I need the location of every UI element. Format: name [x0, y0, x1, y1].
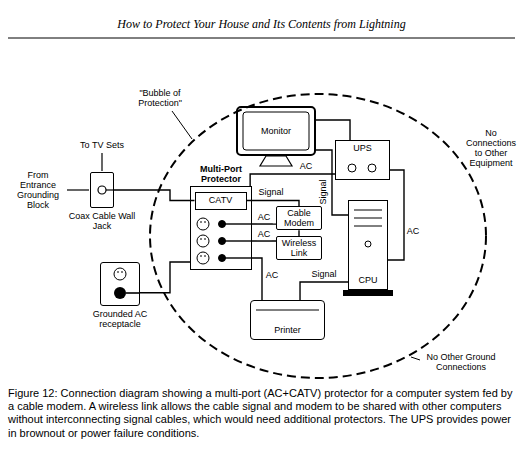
outlet-slot: [122, 271, 123, 273]
node-label: UPS: [338, 143, 387, 153]
drive-slot: [354, 218, 382, 219]
connector-label: AC: [299, 162, 314, 172]
coax-from-ground-block: [67, 189, 89, 190]
node-heading: Multi-Port Protector: [186, 164, 256, 184]
connector-label: AC: [257, 230, 272, 240]
wireless-link: Wireless Link: [276, 236, 322, 260]
protector-outlets: [197, 218, 252, 264]
ac-plug: [114, 287, 126, 299]
coax-stub: [106, 189, 114, 190]
bubble-label: "Bubble of Protection": [120, 88, 200, 108]
outlet-slot: [201, 221, 202, 223]
power-button: [365, 241, 371, 247]
cable-connector: [140, 262, 190, 293]
outlet-slot: [205, 255, 206, 257]
cable-connector: [300, 282, 348, 300]
ground-block-label: From Entrance Grounding Block: [12, 170, 64, 210]
printer-box: Printer: [250, 300, 325, 340]
node-label: Monitor: [240, 126, 312, 136]
outlet-face: [197, 218, 209, 230]
cable-connector: [252, 240, 276, 241]
cable-connector: [252, 258, 262, 300]
wall-jack-plate: Coax Cable Wall Jack: [90, 172, 114, 208]
coax-connector: [98, 186, 106, 194]
monitor-box: Monitor: [236, 106, 316, 156]
node-heading: Coax Cable Wall Jack: [67, 211, 137, 231]
figure-caption: Figure 12: Connection diagram showing a …: [8, 387, 515, 440]
outlet-slot: [201, 238, 202, 240]
outlet-slot: [205, 238, 206, 240]
outlet-face: [114, 268, 126, 280]
outlet-slot: [205, 221, 206, 223]
cable-connector: [114, 190, 195, 201]
note-label: No Other Ground Connections: [418, 352, 504, 372]
connector-label: AC: [257, 213, 272, 223]
protection-bubble: [150, 94, 486, 378]
outlet-slot: [118, 271, 119, 273]
outlet-slot: [201, 255, 202, 257]
cable-connector: [316, 120, 350, 140]
node-label: Printer: [253, 325, 322, 335]
plug-dot: [219, 255, 226, 262]
ac-receptacle: Grounded AC receptacle: [100, 262, 140, 306]
node-heading: Grounded AC receptacle: [80, 309, 160, 329]
cable-connector: [252, 223, 276, 225]
cable-connector: [316, 150, 348, 215]
connector-label: Signal: [257, 188, 284, 198]
ups-box: UPS: [335, 140, 390, 180]
node-label: CPU: [351, 275, 385, 285]
monitor-stand: [260, 156, 292, 166]
leader-line: [411, 357, 420, 360]
cpu-tower: CPU: [348, 200, 388, 290]
node-label: CATV: [198, 195, 244, 205]
node-label: Wireless Link: [279, 238, 319, 258]
connector-label: Signal: [319, 178, 329, 205]
protector-box: Multi-Port ProtectorCATV: [190, 186, 252, 270]
coax-to-tv: [101, 153, 102, 171]
plug-cord: [126, 292, 140, 294]
catv-port: CATV: [195, 192, 247, 210]
printer-slot: [256, 310, 319, 311]
header-rule: [8, 38, 515, 39]
connector-label: AC: [265, 271, 280, 281]
ups-outlet: [368, 164, 376, 172]
plug-cord: [225, 257, 252, 258]
plug-dot: [219, 221, 226, 228]
node-label: Cable Modem: [279, 208, 319, 228]
plug-dot: [219, 238, 226, 245]
cable-modem: Cable Modem: [276, 206, 322, 230]
leader-line: [172, 111, 192, 139]
tv-label: To TV Sets: [62, 140, 142, 150]
outlet-face: [197, 235, 209, 247]
cpu-base: [343, 290, 393, 296]
ups-outlet: [348, 164, 356, 172]
outlet-face: [197, 252, 209, 264]
drive-slot: [354, 226, 382, 227]
plug-cord: [225, 223, 252, 224]
cable-connector: [388, 170, 404, 260]
page-header: How to Protect Your House and Its Conten…: [8, 17, 515, 32]
connector-label: AC: [406, 227, 421, 237]
note-label: No Connections to Other Equipment: [464, 128, 518, 168]
plug-cord: [225, 240, 252, 241]
drive-slot: [354, 210, 382, 211]
connector-label: Signal: [310, 270, 337, 280]
